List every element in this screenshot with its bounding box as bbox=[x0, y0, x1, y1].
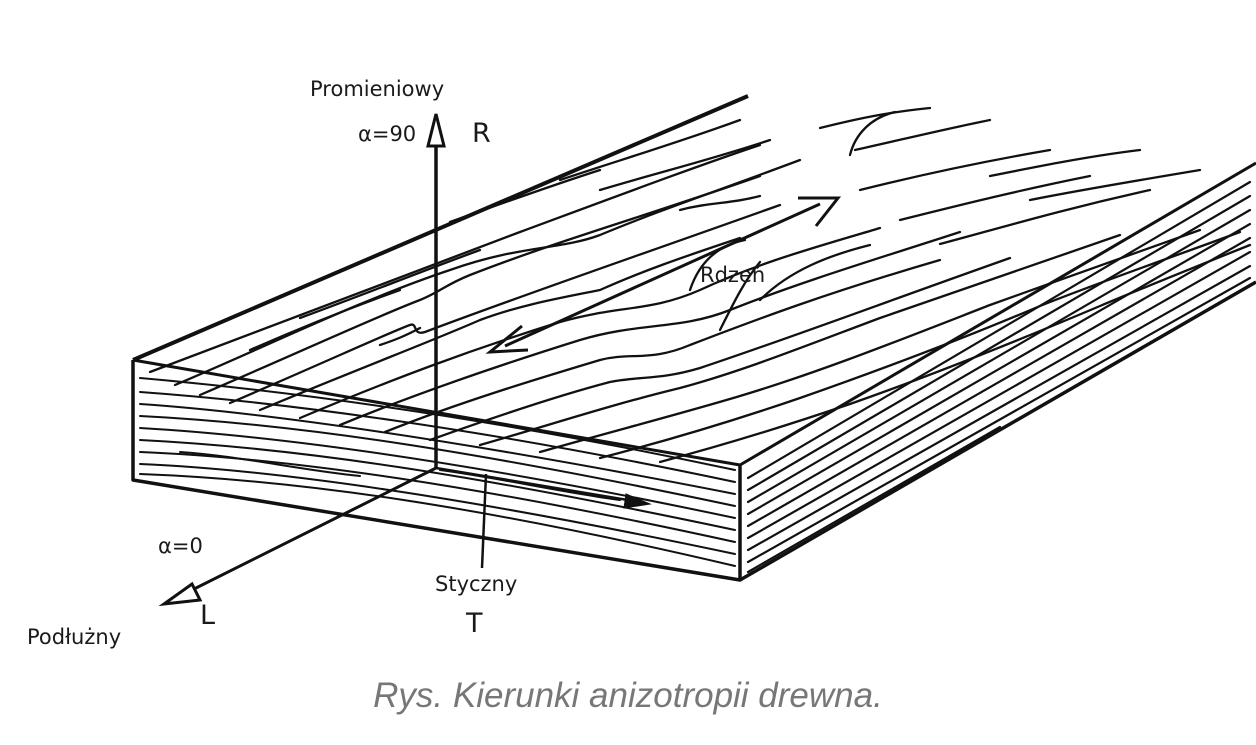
core-arrowhead-left-icon bbox=[485, 324, 529, 354]
radial-arrowhead-icon bbox=[426, 113, 446, 148]
longitudinal-axis-label: Podłużny bbox=[27, 625, 121, 649]
radial-angle-label: α=90 bbox=[358, 122, 416, 146]
longitudinal-angle-label: α=0 bbox=[158, 534, 203, 558]
core-arrow-line bbox=[504, 202, 821, 348]
tangential-letter-label: T bbox=[465, 608, 483, 639]
core-label: Rdzeń bbox=[700, 263, 765, 287]
figure-caption: Rys. Kierunki anizotropii drewna. bbox=[373, 676, 883, 715]
tangential-leader-line bbox=[480, 473, 488, 569]
diagram-labels: Promieniowy α=90 R Rdzeń α=0 Podłużny L … bbox=[27, 77, 765, 649]
tangential-axis-label: Styczny bbox=[435, 572, 517, 596]
tangential-arrowhead-icon bbox=[623, 493, 652, 509]
radial-letter-label: R bbox=[472, 118, 491, 149]
tangential-axis-line bbox=[435, 466, 641, 504]
radial-axis-label: Promieniowy bbox=[310, 77, 444, 101]
longitudinal-arrowhead-icon bbox=[158, 581, 203, 607]
longitudinal-letter-label: L bbox=[200, 600, 215, 631]
longitudinal-axis-line bbox=[187, 466, 437, 594]
wood-board bbox=[131, 94, 1256, 582]
anisotropy-axes bbox=[158, 113, 842, 607]
board-outline bbox=[131, 94, 1256, 582]
top-face-grain bbox=[148, 106, 1252, 464]
side-face-grain bbox=[746, 180, 1252, 574]
core-arrowhead-right-icon bbox=[798, 196, 842, 227]
